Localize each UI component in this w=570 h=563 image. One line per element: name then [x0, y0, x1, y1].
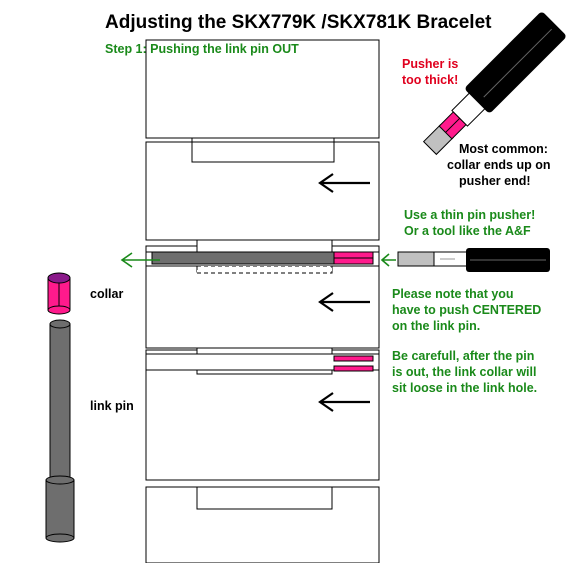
tip-line2: Or a tool like the A&F — [404, 224, 531, 238]
note-center-line3: on the link pin. — [392, 319, 481, 333]
warning-line2: too thick! — [402, 73, 459, 87]
link-2-tab — [191, 141, 335, 163]
collar-part — [47, 272, 71, 315]
arrow-left-icon — [318, 173, 370, 193]
page-title: Adjusting the SKX779K /SKX781K Bracelet — [105, 12, 492, 33]
loose-collar-top — [333, 355, 374, 362]
collar-label: collar — [90, 287, 124, 301]
note-careful-line3: sit loose in the link hole. — [392, 381, 538, 395]
loose-collar-bottom — [333, 365, 374, 372]
green-arrow-out-icon — [120, 252, 160, 268]
link-pin-label: link pin — [90, 399, 134, 413]
thick-pusher-handle — [465, 12, 566, 113]
tip-line1: Use a thin pin pusher! — [404, 208, 536, 222]
common-line2: collar ends up on — [447, 158, 551, 172]
green-arrows — [120, 252, 396, 268]
green-arrow-push-icon — [380, 253, 396, 267]
note-center-line2: have to push CENTERED — [392, 303, 542, 317]
common-line1: Most common: — [459, 142, 548, 156]
loose-collar-in-hole — [145, 353, 380, 372]
push-direction-arrows — [318, 173, 370, 412]
note-center-line1: Please note that you — [392, 287, 514, 301]
link-pin-part — [45, 319, 75, 543]
warning-line1: Pusher is — [402, 57, 459, 71]
bracelet-links — [145, 39, 380, 563]
common-line3: pusher end! — [459, 174, 531, 188]
step-label: Step 1: Pushing the link pin OUT — [105, 42, 299, 56]
thin-pin-pusher — [397, 248, 550, 272]
note-careful-line1: Be carefull, after the pin — [392, 349, 535, 363]
note-careful-line2: is out, the link collar will — [392, 365, 537, 379]
link-bottom-tab — [196, 486, 333, 510]
thick-pusher — [422, 12, 566, 156]
link-pin-in-link — [145, 251, 380, 274]
pin-bar — [151, 251, 335, 265]
arrow-left-icon — [318, 392, 370, 412]
link-top — [145, 39, 380, 139]
arrow-left-icon — [318, 292, 370, 312]
